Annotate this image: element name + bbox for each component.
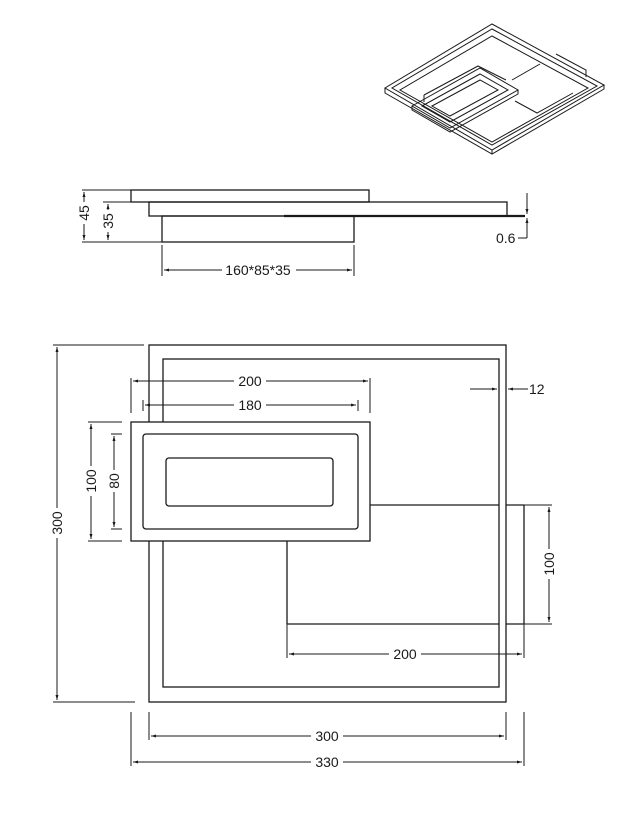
dim-total-height: 45: [76, 205, 92, 221]
rect-panel-inner: [142, 433, 359, 530]
dim-panel-width: 200: [238, 373, 262, 389]
rect-panel: [130, 421, 371, 542]
dim-gap: 0.6: [496, 230, 516, 246]
dim-panel-inner-width: 180: [238, 397, 262, 413]
dim-right-panel-width: 200: [393, 646, 417, 662]
side-view: 45 35 160*85*35 0.6: [76, 189, 529, 278]
dim-frame-width: 300: [315, 728, 339, 744]
dim-driver-box: 160*85*35: [225, 262, 291, 278]
dim-panel-height: 100: [83, 469, 99, 493]
dim-right-panel-height: 100: [541, 552, 557, 576]
dim-frame-thickness: 12: [529, 381, 545, 397]
top-view: 300 200 180 100 80 12 100: [49, 344, 557, 770]
dim-overall-width: 330: [315, 754, 339, 770]
dim-panel-inner-height: 80: [106, 473, 122, 489]
dim-body-height: 35: [100, 213, 116, 229]
isometric-view: [384, 23, 606, 155]
rect-panel-light: [165, 457, 334, 507]
dim-overall-height: 300: [49, 511, 65, 535]
